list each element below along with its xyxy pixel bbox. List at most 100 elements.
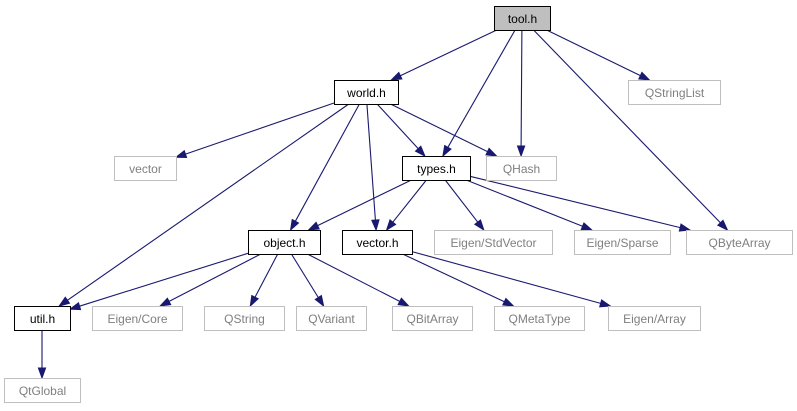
edge-util_h-to-qtglobal bbox=[37, 330, 47, 380]
edge-types_h-to-eigen_stdvector bbox=[444, 179, 485, 232]
node-box bbox=[248, 230, 321, 255]
node-label: types.h bbox=[417, 162, 456, 176]
edge-types_h-to-vector_h bbox=[385, 179, 427, 232]
node-label: QString bbox=[224, 312, 265, 326]
arrowhead-icon bbox=[158, 297, 172, 307]
node-eigen-core: Eigen/Core bbox=[92, 306, 183, 331]
arrowhead-icon bbox=[678, 223, 692, 232]
node-box bbox=[114, 156, 177, 181]
edge-object_h-to-eigen_core bbox=[158, 253, 262, 307]
node-label: vector bbox=[129, 162, 162, 176]
arrowhead-icon bbox=[599, 299, 612, 308]
edge-line bbox=[400, 29, 497, 77]
edge-line bbox=[390, 103, 488, 153]
arrowhead-icon bbox=[516, 145, 526, 158]
edge-tool_h-to-types_h bbox=[442, 29, 516, 158]
node-eigen-array: Eigen/Array bbox=[608, 306, 701, 331]
edges-layer bbox=[37, 29, 729, 380]
node-object-h[interactable]: object.h bbox=[248, 230, 321, 255]
node-label: util.h bbox=[30, 312, 55, 326]
node-types-h[interactable]: types.h bbox=[402, 156, 471, 181]
arrowhead-icon bbox=[580, 222, 594, 231]
node-qmetatype: QMetaType bbox=[494, 306, 585, 331]
edge-world_h-to-util_h bbox=[57, 103, 350, 307]
node-label: world.h bbox=[346, 86, 386, 100]
node-label: QBitArray bbox=[406, 312, 458, 326]
node-eigen-stdvector: Eigen/StdVector bbox=[434, 230, 553, 255]
edge-line bbox=[294, 103, 360, 222]
edge-line bbox=[366, 103, 376, 221]
arrowhead-icon bbox=[473, 219, 485, 232]
node-box bbox=[686, 230, 793, 255]
edge-world_h-to-types_h bbox=[376, 103, 426, 158]
arrowhead-icon bbox=[57, 296, 71, 307]
edge-line bbox=[465, 179, 583, 227]
arrowhead-icon bbox=[314, 294, 325, 308]
node-eigen-sparse: Eigen/Sparse bbox=[574, 230, 671, 255]
node-box bbox=[494, 306, 585, 331]
node-label: Eigen/Array bbox=[623, 312, 686, 326]
node-label: Eigen/Core bbox=[107, 312, 167, 326]
edge-line bbox=[376, 103, 419, 149]
node-box bbox=[296, 306, 367, 331]
edge-types_h-to-qbytearray bbox=[469, 175, 692, 232]
arrowhead-icon bbox=[502, 297, 515, 307]
node-box bbox=[486, 156, 557, 181]
edge-world_h-to-object_h bbox=[289, 103, 360, 232]
edge-line bbox=[533, 29, 721, 224]
edge-line bbox=[469, 175, 681, 229]
node-box bbox=[342, 230, 413, 255]
node-box bbox=[494, 6, 551, 31]
nodes-layer: tool.h world.h QStringList vector types.h QHa… bbox=[4, 6, 793, 403]
arrowhead-icon bbox=[174, 149, 188, 159]
node-util-h[interactable]: util.h bbox=[14, 306, 71, 331]
node-box bbox=[92, 306, 183, 331]
edge-tool_h-to-world_h bbox=[389, 29, 497, 81]
arrowhead-icon bbox=[389, 71, 403, 81]
arrowhead-icon bbox=[716, 219, 729, 232]
node-world-h[interactable]: world.h bbox=[334, 80, 399, 105]
node-label: QVariant bbox=[308, 312, 355, 326]
node-vector: vector bbox=[114, 156, 177, 181]
node-box bbox=[392, 306, 473, 331]
node-box bbox=[434, 230, 553, 255]
edge-line bbox=[520, 29, 523, 147]
arrowhead-icon bbox=[371, 219, 380, 232]
edge-world_h-to-qhash bbox=[390, 103, 498, 157]
node-label: Eigen/StdVector bbox=[450, 236, 536, 250]
edge-object_h-to-qstring bbox=[249, 253, 279, 308]
node-box bbox=[14, 306, 71, 331]
node-qbitarray: QBitArray bbox=[392, 306, 473, 331]
arrowhead-icon bbox=[638, 71, 651, 81]
edge-object_h-to-qbitarray bbox=[307, 253, 410, 307]
node-label: object.h bbox=[263, 236, 305, 250]
node-box bbox=[628, 80, 721, 105]
node-label: QMetaType bbox=[508, 312, 570, 326]
node-box bbox=[4, 378, 81, 403]
node-qbytearray: QByteArray bbox=[686, 230, 793, 255]
arrowhead-icon bbox=[397, 297, 410, 307]
node-label: QHash bbox=[503, 162, 540, 176]
node-label: vector.h bbox=[356, 236, 398, 250]
arrowhead-icon bbox=[414, 145, 426, 158]
edge-line bbox=[546, 29, 641, 77]
edge-tool_h-to-qstringlist bbox=[546, 29, 651, 81]
node-box bbox=[402, 156, 471, 181]
node-label: QStringList bbox=[645, 86, 705, 100]
edge-line bbox=[447, 29, 516, 148]
node-label: Eigen/Sparse bbox=[586, 236, 658, 250]
edge-line bbox=[185, 102, 335, 155]
node-vector-h[interactable]: vector.h bbox=[342, 230, 413, 255]
edge-line bbox=[254, 253, 279, 298]
node-label: QByteArray bbox=[708, 236, 770, 250]
edge-object_h-to-qvariant bbox=[290, 253, 325, 308]
arrowhead-icon bbox=[249, 294, 260, 308]
node-box bbox=[334, 80, 399, 105]
arrowhead-icon bbox=[289, 218, 300, 232]
edge-world_h-to-vector_h bbox=[366, 103, 380, 232]
node-box bbox=[574, 230, 671, 255]
edge-line bbox=[79, 252, 249, 307]
node-tool-h[interactable]: tool.h bbox=[494, 6, 551, 31]
